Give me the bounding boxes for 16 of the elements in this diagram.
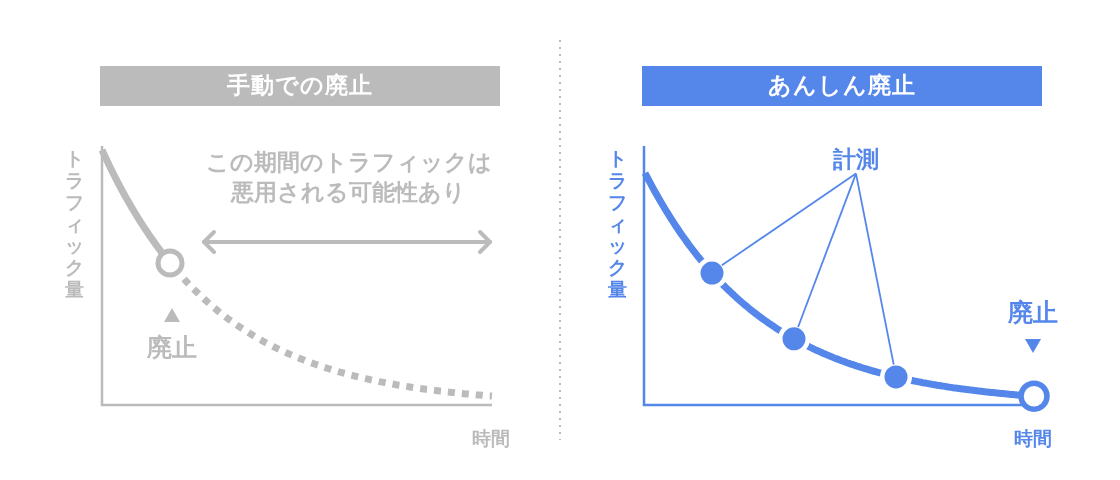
annotation-text: この期間のトラフィックは悪用される可能性あり	[204, 148, 493, 207]
panel-header: あんしん廃止	[642, 66, 1042, 106]
leader-line	[720, 172, 857, 267]
axis-label: トラフィック量	[65, 148, 85, 301]
callout-label: 廃止	[147, 333, 197, 363]
data-point-icon	[782, 327, 806, 351]
leader-line	[855, 172, 895, 366]
axis-label: 時間	[1014, 426, 1052, 450]
panel-header: 手動での廃止	[100, 66, 500, 106]
data-point-icon	[884, 365, 908, 389]
leader-line	[797, 172, 857, 328]
data-point-icon	[700, 261, 724, 285]
callout-label: 廃止	[1008, 298, 1058, 328]
callout-label: 計測	[833, 146, 879, 174]
axis-label: トラフィック量	[608, 148, 628, 301]
axis-label: 時間	[472, 426, 510, 450]
